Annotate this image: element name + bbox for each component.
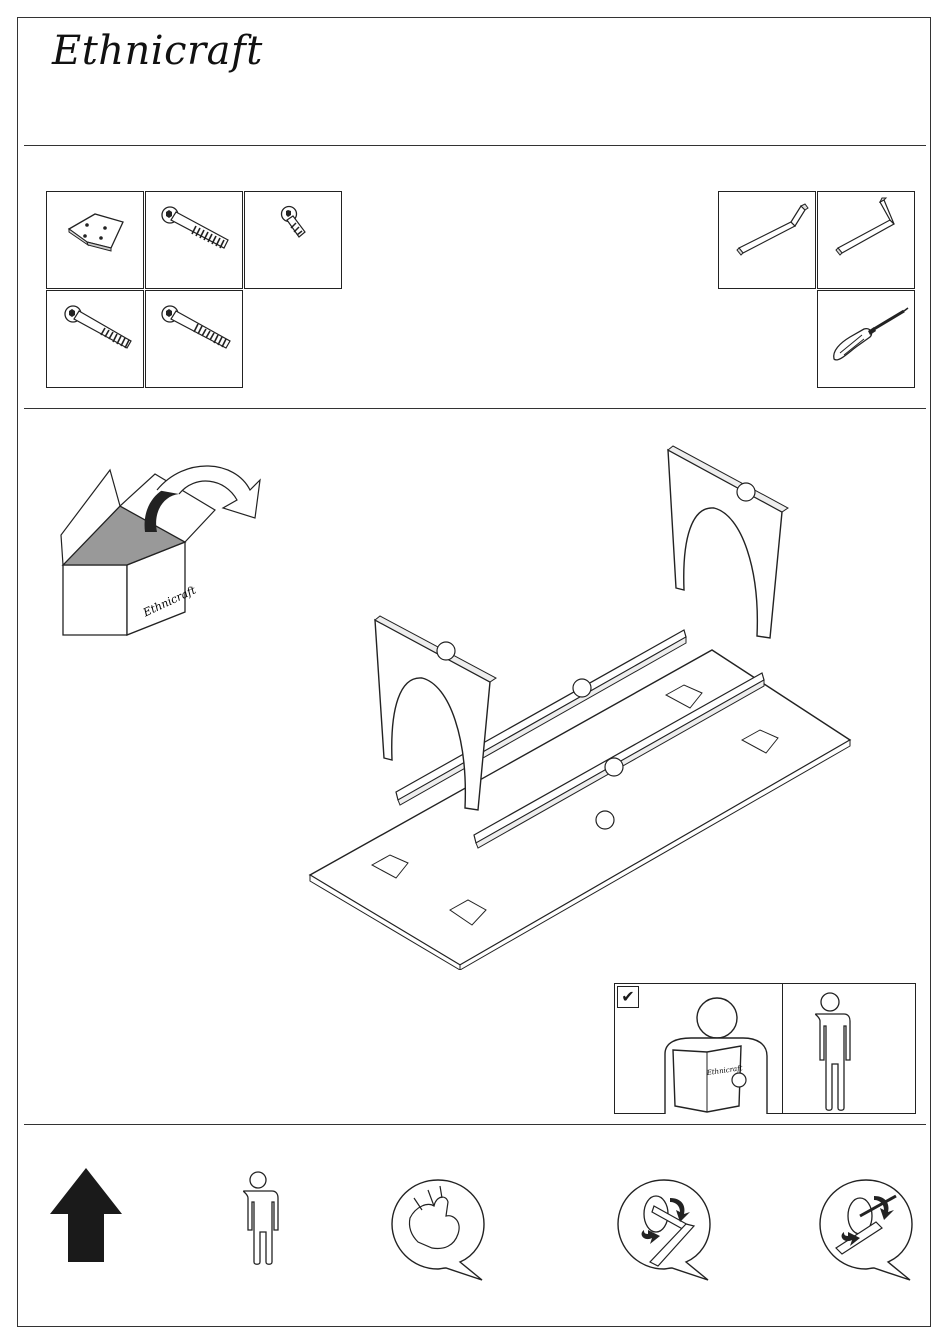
- person-standing-icon: [800, 990, 870, 1112]
- two-person-panel: ✔ Ethnicraft: [614, 983, 916, 1114]
- header-divider: [24, 145, 926, 146]
- open-box-illustration: Ethnicraft: [55, 460, 265, 640]
- brand-logo: Ethnicraft: [52, 28, 263, 74]
- part-long-bolt: [145, 191, 243, 289]
- one-person-icon: [232, 1170, 284, 1266]
- up-arrow-icon: [48, 1166, 124, 1264]
- mounting-plate-icon: [47, 192, 145, 290]
- tool-screwdriver: [817, 290, 915, 388]
- table-assembly-illustration: [300, 440, 860, 970]
- screwdriver-icon: [818, 291, 916, 389]
- check-mark-icon: ✔: [617, 986, 639, 1008]
- tool-allen-key-small: [817, 191, 915, 289]
- box-front: [63, 565, 127, 635]
- section-divider-bottom: [24, 1124, 926, 1125]
- allen-key-icon: [818, 192, 916, 290]
- short-screw-icon: [245, 192, 343, 290]
- screwdriver-tighten-icon: [816, 1176, 916, 1286]
- bolt-icon: [146, 291, 244, 389]
- long-bolt-icon: [146, 192, 244, 290]
- part-bolt-b: [145, 290, 243, 388]
- bolt-icon: [47, 291, 145, 389]
- part-bolt-a: [46, 290, 144, 388]
- part-short-screw: [244, 191, 342, 289]
- allen-key-icon: [719, 192, 817, 290]
- section-divider-top: [24, 408, 926, 409]
- allen-key-tighten-icon: [614, 1176, 714, 1286]
- panel-divider: [782, 984, 783, 1113]
- tool-allen-key-large: [718, 191, 816, 289]
- part-mounting-plate: [46, 191, 144, 289]
- hand-pinch-icon: [388, 1176, 488, 1286]
- person-reading-manual: Ethnicraft: [655, 994, 775, 1114]
